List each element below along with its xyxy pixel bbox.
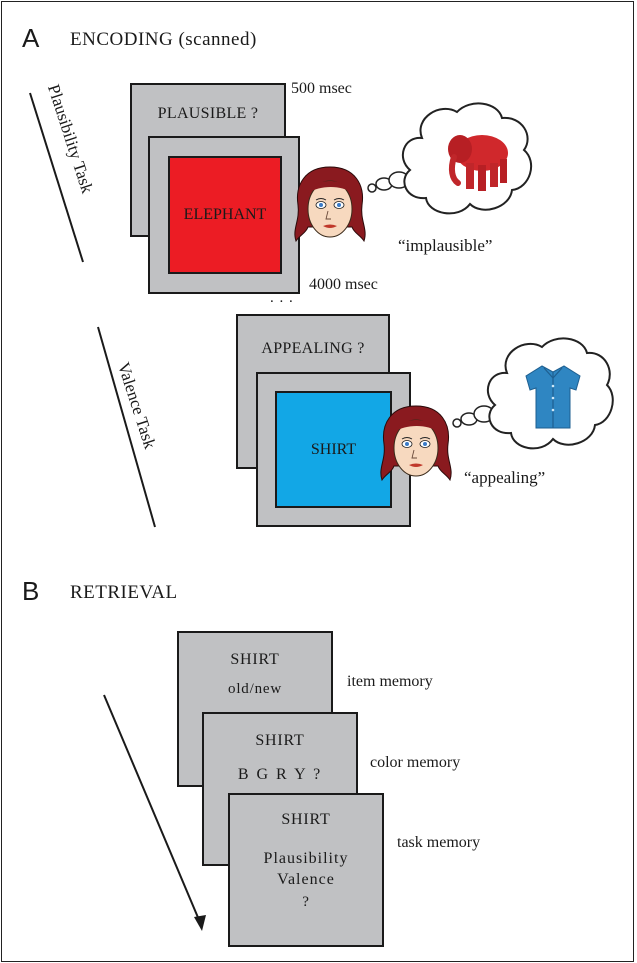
task-memory-label: task memory (397, 834, 481, 851)
trial-ellipsis: . . . (270, 290, 294, 306)
valence-word: SHIRT (310, 440, 357, 458)
retrieval-timeline-line (103, 694, 203, 928)
retrieval-prompt: ? (302, 894, 310, 910)
section-b-title: RETRIEVAL (70, 582, 178, 603)
valence-word-box: SHIRT (275, 391, 392, 508)
plausibility-word: ELEPHANT (183, 206, 267, 223)
retrieval-arrowhead (194, 915, 206, 931)
retrieval-task-screen: SHIRT Plausibility Valence ? (228, 793, 384, 947)
retrieval-word: SHIRT (281, 811, 331, 828)
word-duration-label: 4000 msec (309, 276, 378, 293)
item-memory-label: item memory (347, 673, 433, 690)
participant-face-icon (294, 166, 366, 243)
retrieval-word: SHIRT (230, 651, 280, 668)
retrieval-word: SHIRT (255, 732, 305, 749)
appealing-response: “appealing” (464, 468, 546, 487)
blue-shirt-icon (525, 365, 581, 429)
color-memory-label: color memory (370, 754, 461, 771)
retrieval-prompt: Plausibility (263, 850, 349, 867)
retrieval-prompt: Valence (277, 871, 335, 888)
valence-timeline-line (97, 326, 156, 528)
plausibility-word-box: ELEPHANT (168, 156, 282, 274)
retrieval-prompt: old/new (228, 681, 282, 697)
red-elephant-icon (448, 135, 508, 191)
plausibility-timeline-line (29, 92, 84, 263)
cue-duration-label: 500 msec (291, 80, 352, 97)
retrieval-prompt: B G R Y ? (237, 766, 323, 783)
section-b-letter: B (22, 576, 40, 606)
section-a-title: ENCODING (scanned) (70, 29, 257, 50)
section-a-letter: A (22, 23, 40, 53)
implausible-response: “implausible” (398, 236, 493, 255)
participant-face-icon-2 (380, 405, 452, 482)
plausibility-question: PLAUSIBLE ? (157, 105, 259, 122)
valence-question: APPEALING ? (261, 340, 365, 357)
plausibility-word-screen: ELEPHANT (148, 136, 300, 294)
